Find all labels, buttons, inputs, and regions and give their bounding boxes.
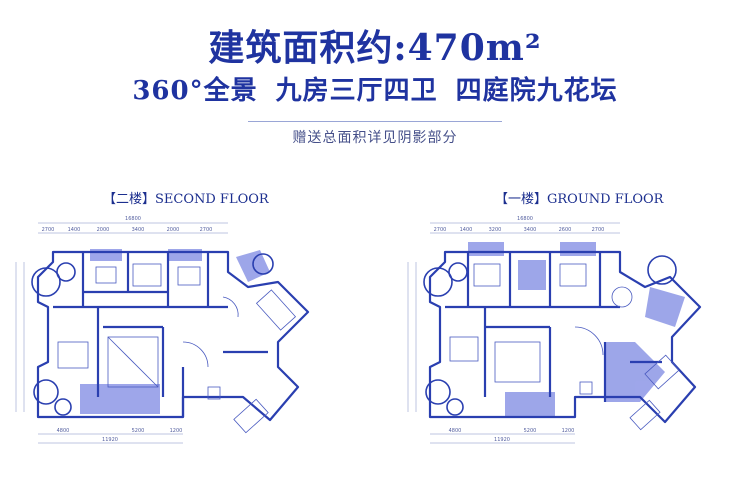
second-floor-dimensions: 16800 2700 1400 2000 3400 2000 2700 4800… bbox=[15, 216, 228, 444]
ground-dim-2: 1400 bbox=[460, 227, 473, 233]
second-dim-4: 3400 bbox=[132, 227, 145, 233]
second-floor-furniture bbox=[57, 263, 297, 434]
second-top-dimension: 16800 bbox=[125, 216, 141, 222]
second-floor-label: 【二楼】SECOND FLOOR bbox=[103, 192, 269, 207]
ground-dim-1: 2700 bbox=[434, 227, 447, 233]
second-dim-3: 2000 bbox=[97, 227, 110, 233]
page-subtitle: 360°全景九房三厅四卫四庭院九花坛 bbox=[0, 74, 750, 108]
ground-top-dimension: 16800 bbox=[517, 216, 533, 222]
ground-bottom-dim-1: 4800 bbox=[449, 428, 462, 434]
ground-floor-plan: 16800 2700 1400 3200 3400 2600 2700 4800… bbox=[407, 216, 702, 444]
second-floor-plan: 16800 2700 1400 2000 3400 2000 2700 4800… bbox=[15, 216, 310, 444]
second-bottom-dim-2: 5200 bbox=[132, 428, 145, 434]
ground-floor-furniture bbox=[449, 263, 680, 431]
ground-dim-4: 3400 bbox=[524, 227, 537, 233]
subtitle-rooms: 九房三厅四卫 bbox=[275, 76, 438, 106]
second-bottom-total: 11920 bbox=[102, 437, 118, 443]
ground-bottom-dim-3: 1200 bbox=[562, 428, 575, 434]
second-floor-shaded-areas bbox=[80, 249, 270, 414]
second-dim-1: 2700 bbox=[42, 227, 55, 233]
second-bottom-dim-3: 1200 bbox=[170, 428, 183, 434]
page-title: 建筑面积约:470m² bbox=[208, 27, 542, 69]
second-dim-6: 2700 bbox=[200, 227, 213, 233]
ground-dim-6: 2700 bbox=[592, 227, 605, 233]
second-floor-bay-windows bbox=[31, 253, 274, 416]
header: 建筑面积约:470m² 360°全景九房三厅四卫四庭院九花坛 赠送总面积详见阴影… bbox=[0, 0, 750, 160]
second-floor-walls bbox=[36, 250, 310, 422]
second-bottom-dim-1: 4800 bbox=[57, 428, 70, 434]
gift-area-note: 赠送总面积详见阴影部分 bbox=[292, 130, 458, 146]
ground-bottom-total: 11920 bbox=[494, 437, 510, 443]
ground-bottom-dim-2: 5200 bbox=[524, 428, 537, 434]
subtitle-gardens: 四庭院九花坛 bbox=[455, 76, 618, 106]
ground-floor-dimensions: 16800 2700 1400 3200 3400 2600 2700 4800… bbox=[407, 216, 620, 444]
second-dim-2: 1400 bbox=[68, 227, 81, 233]
header-divider bbox=[248, 121, 502, 122]
ground-dim-5: 2600 bbox=[559, 227, 572, 233]
ground-floor-bay-windows bbox=[423, 255, 677, 416]
ground-floor-shaded-areas bbox=[468, 242, 685, 417]
subtitle-panorama: 360°全景 bbox=[132, 76, 258, 106]
ground-floor-label: 【一楼】GROUND FLOOR bbox=[495, 192, 664, 207]
ground-dim-3: 3200 bbox=[489, 227, 502, 233]
ground-floor-walls bbox=[428, 250, 702, 424]
second-dim-5: 2000 bbox=[167, 227, 180, 233]
